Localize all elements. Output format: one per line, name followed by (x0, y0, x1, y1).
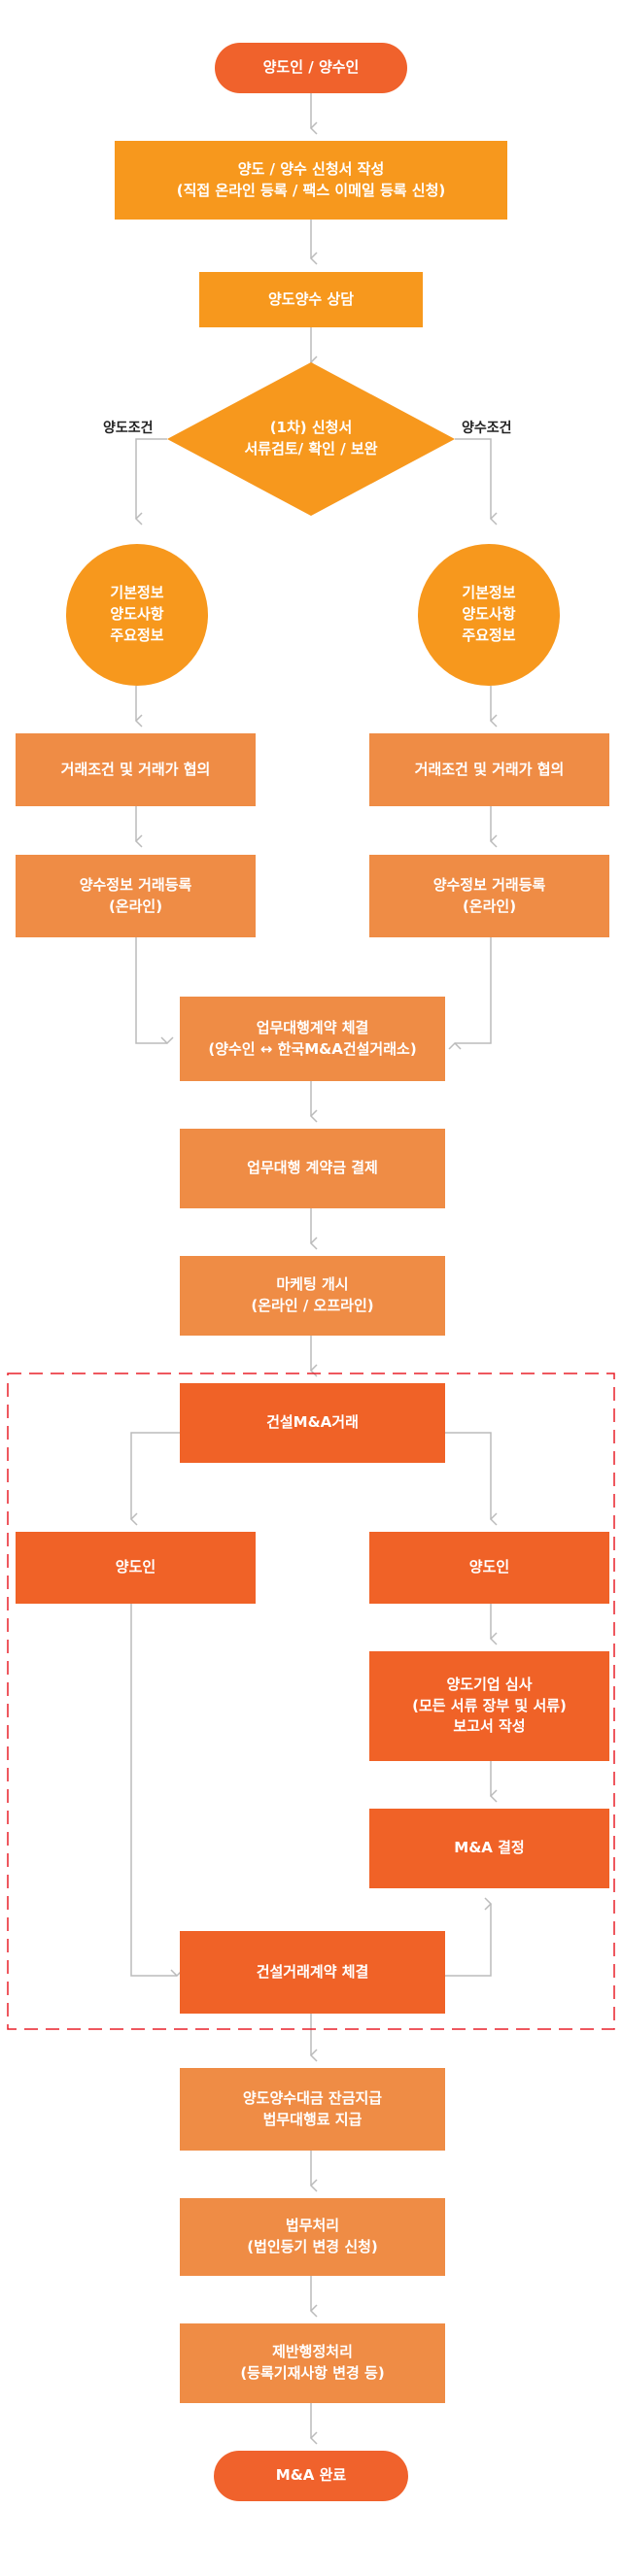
arrow-review-left (134, 438, 167, 525)
register-left-node: 양수정보 거래등록 (온라인) (16, 855, 256, 937)
consult-node: 양도양수 상담 (199, 272, 423, 327)
arrow-transferor-left-to-contract (130, 1604, 184, 1978)
arrow-register-right-to-agency (448, 937, 492, 1050)
arrow-review-right (455, 438, 498, 525)
label-acquire-condition: 양수조건 (462, 421, 512, 436)
transferor-right-node: 양도인 (369, 1532, 609, 1604)
arrow-register-left-to-agency (135, 937, 174, 1045)
decision-node: M&A 결정 (369, 1809, 609, 1888)
info-circle-left: 기본정보 양도사항 주요정보 (66, 544, 208, 686)
review-diamond-label: (1차) 신청서 서류검토/ 확인 / 보완 (244, 419, 378, 458)
register-right-node: 양수정보 거래등록 (온라인) (369, 855, 609, 937)
trade-contract-node: 건설거래계약 체결 (180, 1931, 445, 2014)
end-node: M&A 완료 (214, 2451, 408, 2501)
dashed-trade-frame (7, 1373, 615, 2030)
negotiate-left-node: 거래조건 및 거래가 협의 (16, 733, 256, 806)
arrow-trade-right (445, 1432, 498, 1526)
start-node: 양도인 / 양수인 (215, 43, 407, 93)
arrow-contract-to-decision (445, 1897, 493, 1977)
agency-fee-node: 업무대행 계약금 결제 (180, 1129, 445, 1208)
application-node: 양도 / 양수 신청서 작성 (직접 온라인 등록 / 팩스 이메일 등록 신청… (115, 141, 507, 220)
review-diamond (167, 362, 455, 516)
info-circle-right: 기본정보 양도사항 주요정보 (418, 544, 560, 686)
label-transfer-condition: 양도조건 (103, 421, 154, 436)
payment-node: 양도양수대금 잔금지급 법무대행료 지급 (180, 2068, 445, 2151)
legal-node: 법무처리 (법인등기 변경 신청) (180, 2198, 445, 2276)
marketing-node: 마케팅 개시 (온라인 / 오프라인) (180, 1256, 445, 1336)
admin-node: 제반행정처리 (등록기재사항 변경 등) (180, 2323, 445, 2403)
trade-node: 건설M&A거래 (180, 1383, 445, 1463)
negotiate-right-node: 거래조건 및 거래가 협의 (369, 733, 609, 806)
audit-node: 양도기업 심사 (모든 서류 장부 및 서류) 보고서 작성 (369, 1651, 609, 1761)
arrow-trade-left (129, 1432, 180, 1526)
transferor-left-node: 양도인 (16, 1532, 256, 1604)
agency-contract-node: 업무대행계약 체결 (양수인 ↔ 한국M&A건설거래소) (180, 997, 445, 1081)
